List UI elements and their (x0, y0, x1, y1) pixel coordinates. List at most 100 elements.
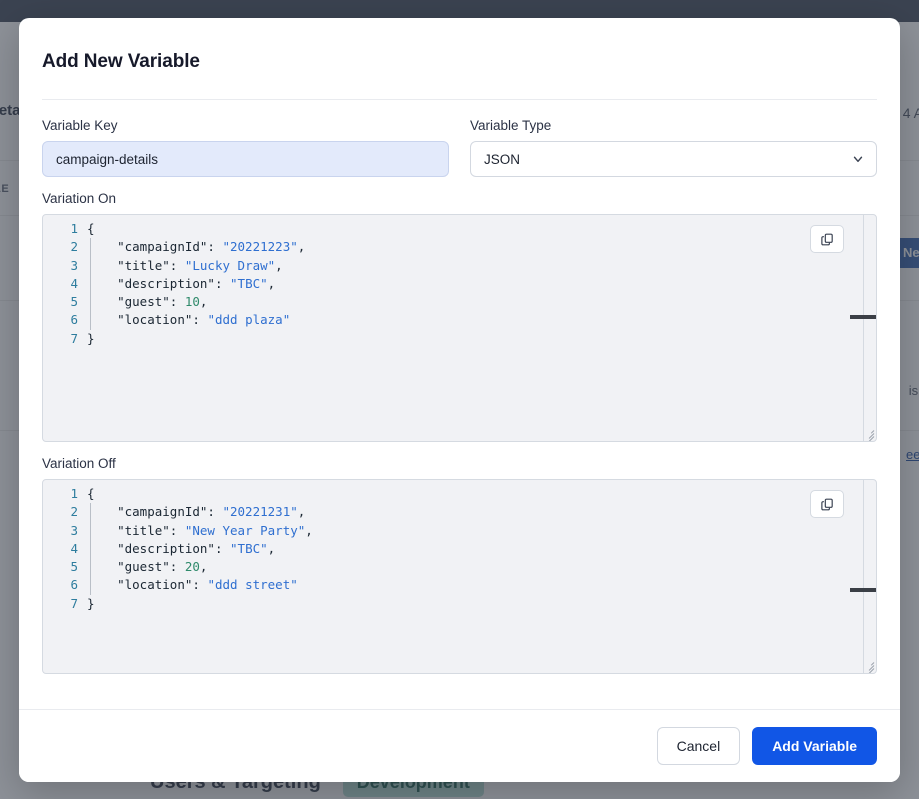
line-number: 5 (70, 294, 78, 310)
line-number: 7 (70, 595, 78, 611)
token-punc: : (214, 275, 231, 291)
indent-guide (90, 238, 91, 330)
code-line: "campaignId": "20221223", (87, 238, 876, 256)
token-str: "New Year Party" (184, 522, 306, 538)
token-str: "ddd plaza" (207, 312, 291, 328)
token-punc (87, 504, 117, 519)
code-line: "description": "TBC", (87, 540, 876, 558)
copy-icon[interactable] (810, 490, 844, 518)
token-punc: : (207, 239, 223, 255)
token-num: 20 (184, 559, 200, 575)
code-line: { (87, 220, 876, 238)
token-punc (87, 523, 117, 538)
token-num: 10 (184, 294, 200, 310)
line-number: 7 (70, 330, 78, 346)
code-line: "title": "Lucky Draw", (87, 257, 876, 275)
token-punc: , (199, 559, 208, 575)
token-punc (87, 294, 117, 309)
token-punc: , (267, 275, 276, 291)
line-number: 4 (70, 540, 78, 556)
line-number: 6 (70, 577, 78, 593)
token-key: "campaignId" (117, 504, 208, 520)
code-line: "location": "ddd plaza" (87, 311, 876, 329)
modal-footer: Cancel Add Variable (19, 709, 900, 782)
modal-title-divider (42, 99, 877, 100)
token-punc: : (192, 577, 208, 593)
token-key: "location" (117, 312, 193, 328)
editor-scroll-marker (850, 315, 876, 319)
token-punc: : (169, 522, 185, 538)
token-punc: , (275, 257, 283, 273)
token-punc (87, 258, 117, 273)
token-punc: : (214, 540, 231, 556)
token-punc (87, 577, 117, 592)
editor-resize-handle[interactable] (862, 427, 875, 441)
indent-guide (90, 503, 91, 595)
editor-label: Variation Off (42, 456, 116, 471)
line-number: 3 (70, 522, 78, 538)
token-str: "20221223" (222, 239, 298, 255)
cancel-button[interactable]: Cancel (656, 727, 741, 765)
token-key: "title" (117, 257, 170, 273)
modal-body: Variable Key Variable Type JSON Variatio… (19, 100, 900, 709)
token-punc: } (87, 330, 95, 346)
line-number: 4 (70, 275, 78, 291)
editor-vertical-scrollbar[interactable] (863, 215, 864, 441)
variable-key-field: Variable Key (42, 118, 449, 177)
add-variable-button[interactable]: Add Variable (752, 727, 877, 765)
token-punc: { (87, 221, 95, 236)
variable-type-select-wrapper: JSON (470, 141, 877, 177)
token-punc: , (297, 504, 306, 520)
line-number: 6 (70, 312, 78, 328)
token-punc (87, 312, 117, 327)
token-str: "TBC" (230, 540, 268, 556)
code-line: } (87, 330, 876, 348)
token-str: "20221231" (222, 504, 298, 520)
token-punc: : (169, 294, 185, 310)
code-lines[interactable]: { "campaignId": "20221223", "title": "Lu… (87, 220, 876, 348)
token-key: "location" (117, 577, 193, 593)
token-key: "guest" (117, 559, 170, 575)
variable-key-label: Variable Key (42, 118, 118, 133)
line-number: 1 (70, 221, 78, 236)
code-line: "title": "New Year Party", (87, 522, 876, 540)
code-line: "description": "TBC", (87, 275, 876, 293)
code-line: } (87, 595, 876, 613)
variable-type-select[interactable]: JSON (470, 141, 877, 177)
code-lines[interactable]: { "campaignId": "20221231", "title": "Ne… (87, 485, 876, 613)
code-line: "guest": 20, (87, 558, 876, 576)
modal-title: Add New Variable (42, 51, 200, 72)
token-punc: , (267, 540, 276, 556)
token-str: "Lucky Draw" (184, 257, 276, 273)
token-punc: { (87, 486, 95, 501)
token-key: "description" (117, 275, 215, 291)
token-punc (87, 541, 117, 556)
editor-vertical-scrollbar[interactable] (863, 480, 864, 673)
token-key: "campaignId" (117, 239, 208, 255)
line-number: 5 (70, 559, 78, 575)
variable-key-input[interactable] (42, 141, 449, 177)
copy-icon[interactable] (810, 225, 844, 253)
line-number: 3 (70, 257, 78, 273)
code-line: "guest": 10, (87, 293, 876, 311)
token-punc: : (207, 504, 223, 520)
token-punc: } (87, 595, 95, 611)
token-punc (87, 559, 117, 574)
token-punc: : (192, 312, 208, 328)
token-key: "description" (117, 540, 215, 556)
token-punc (87, 239, 117, 254)
code-line: "location": "ddd street" (87, 576, 876, 594)
token-punc: , (199, 294, 208, 310)
token-punc: : (169, 257, 185, 273)
editor-resize-handle[interactable] (862, 659, 875, 673)
code-line: "campaignId": "20221231", (87, 503, 876, 521)
